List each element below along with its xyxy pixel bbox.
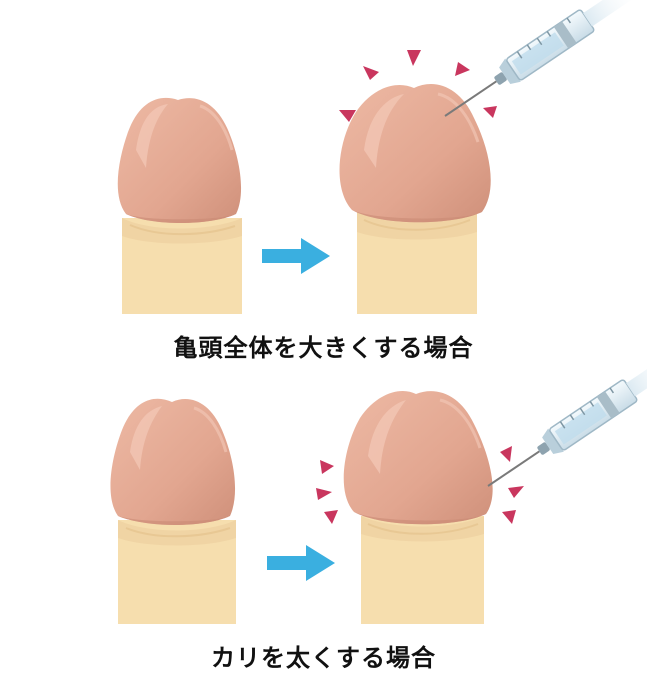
before-figure-bottom: [110, 398, 236, 624]
arrow-right-icon: [262, 238, 330, 274]
caption-top: 亀頭全体を大きくする場合: [173, 334, 474, 362]
arrow-right-icon-bottom: [267, 545, 335, 581]
after-figure-bottom: [316, 349, 647, 624]
shaft-before-bottom: [118, 520, 236, 624]
shaft-after-bottom: [361, 516, 484, 624]
glans-after-bottom: [343, 391, 493, 525]
syringe-icon-bottom: [487, 349, 647, 487]
glans-before-top: [117, 97, 242, 223]
glans-before-bottom: [110, 398, 236, 525]
before-figure-top: [117, 97, 242, 314]
glans-after-top: [339, 83, 491, 223]
shaft-before-top: [122, 218, 242, 314]
burst-marks-icon: [339, 50, 497, 122]
burst-marks-icon-bottom: [316, 446, 524, 524]
after-figure-top: [339, 0, 642, 314]
caption-bottom: カリを太くする場合: [211, 644, 436, 672]
syringe-icon: [444, 0, 642, 117]
shaft-after-top: [357, 212, 477, 314]
